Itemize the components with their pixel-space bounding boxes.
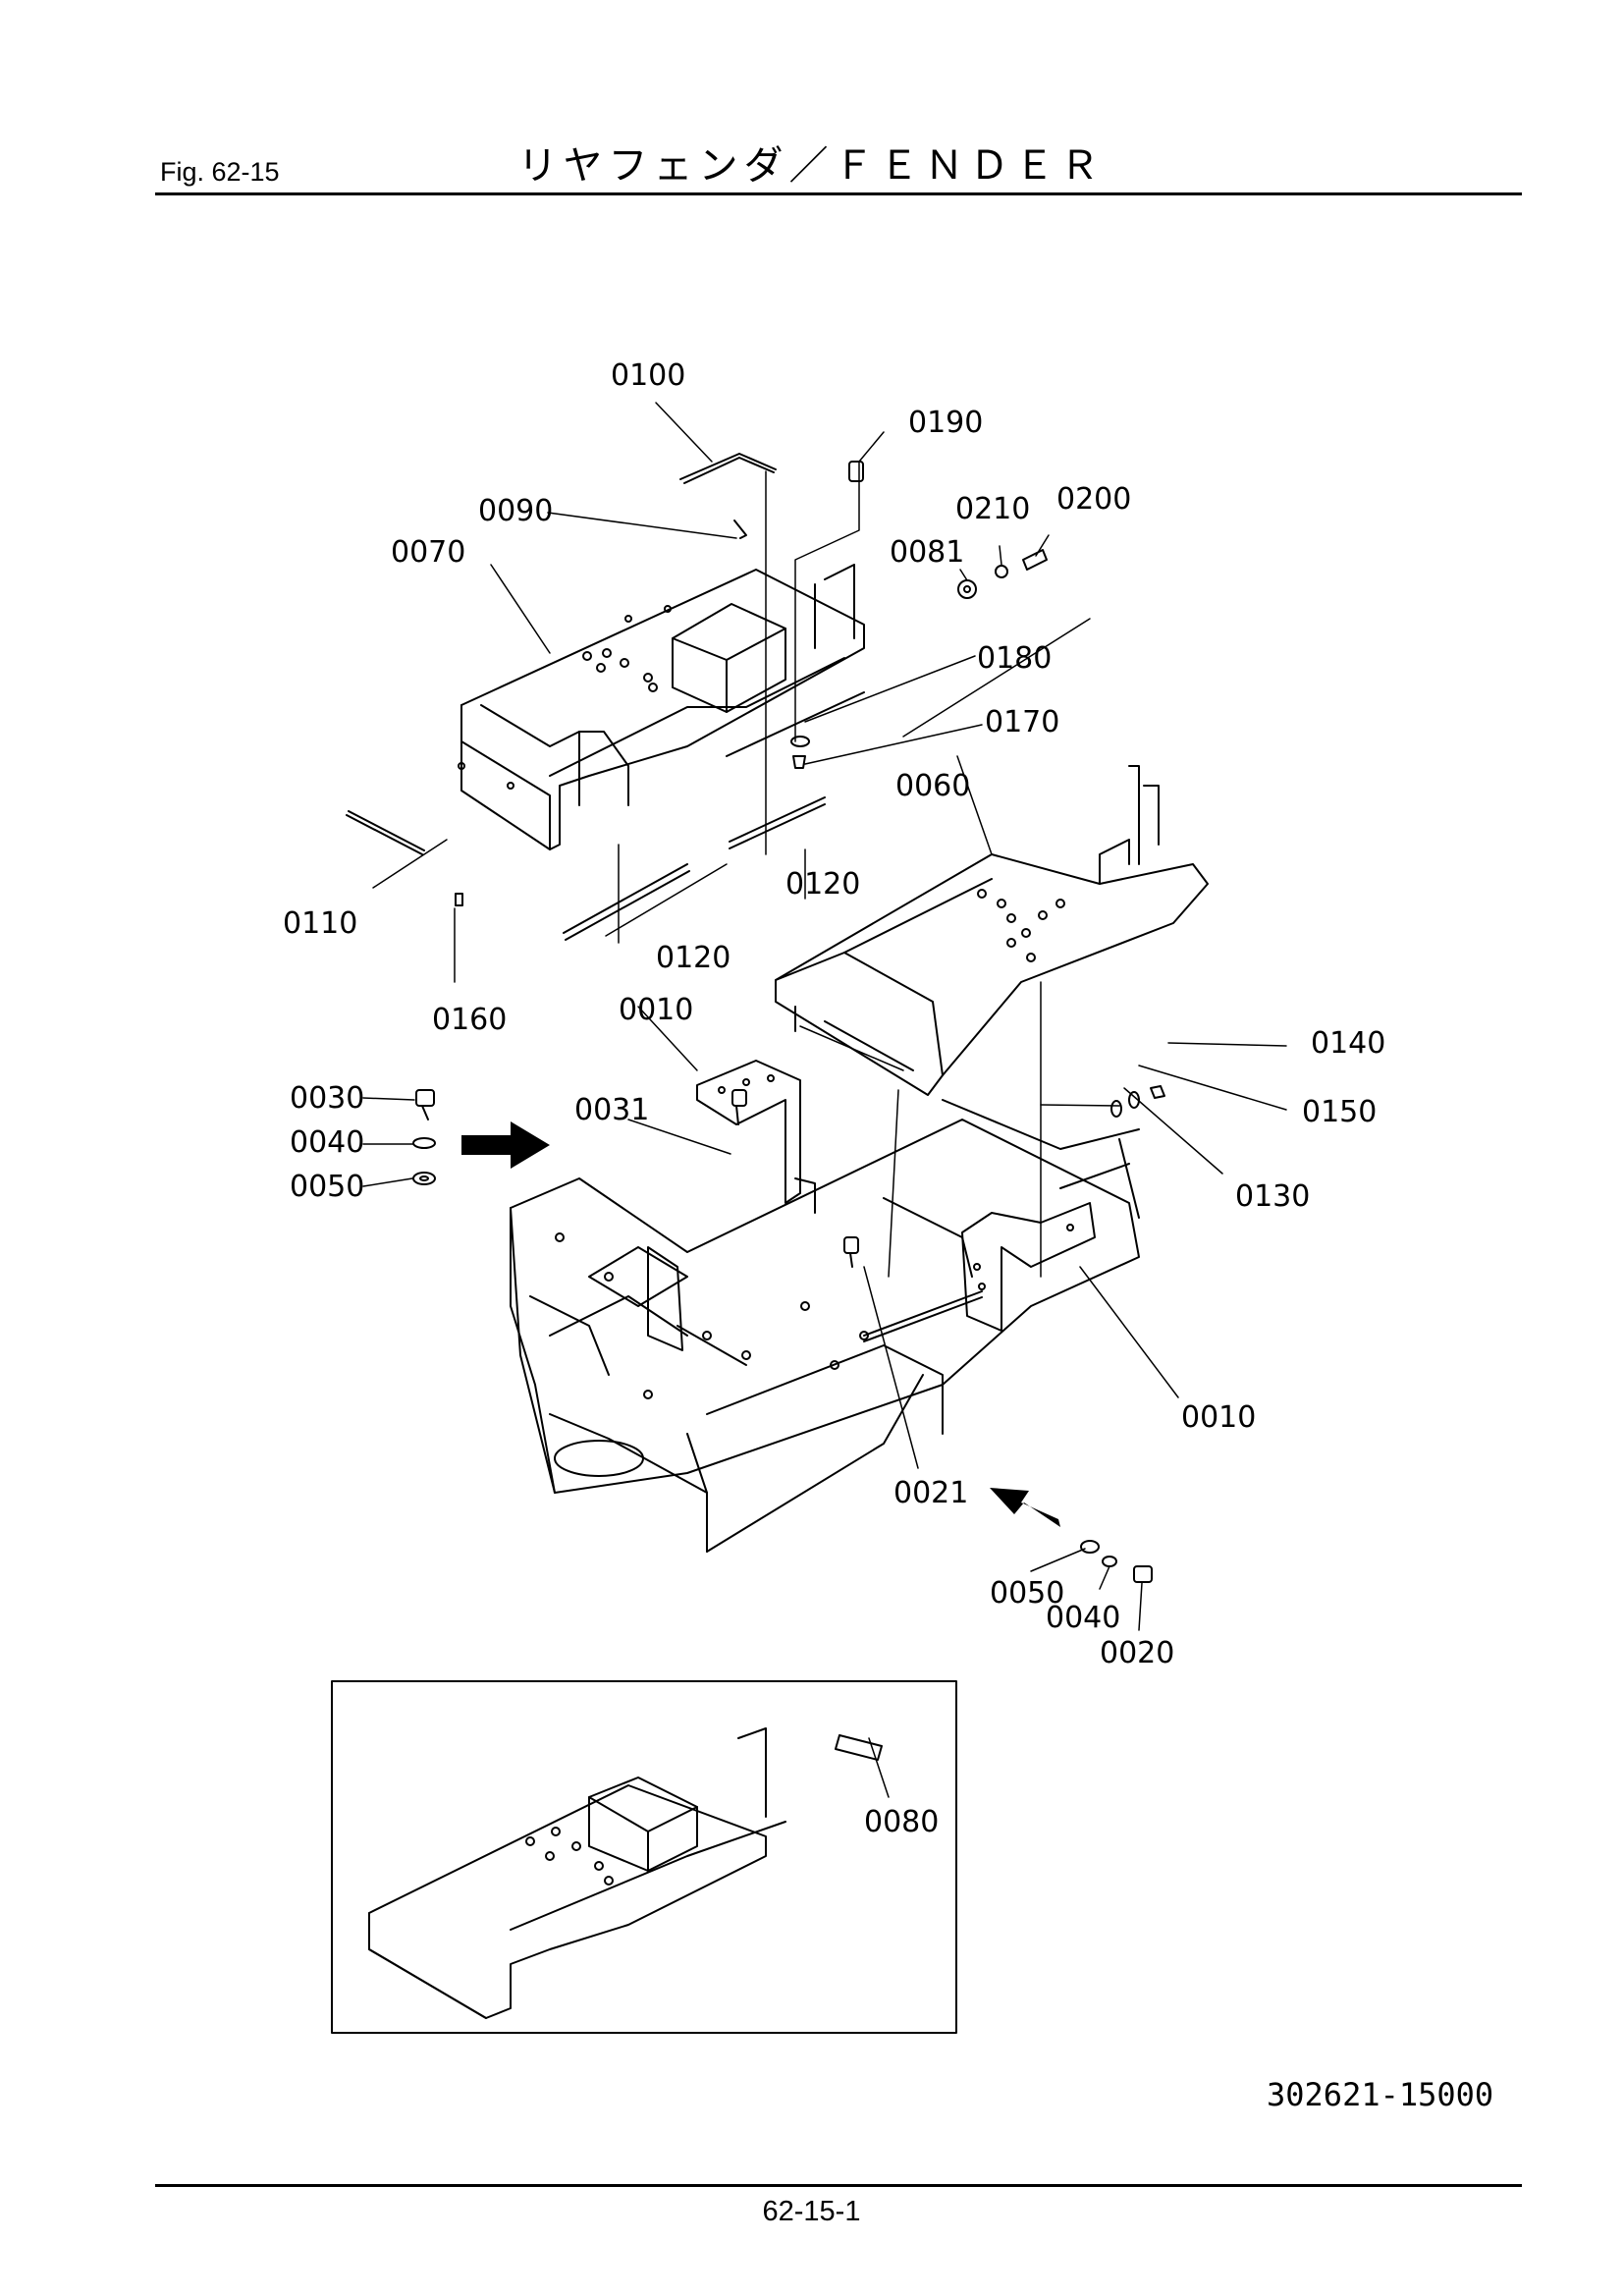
header-rule	[155, 192, 1522, 195]
hardware-group	[412, 1085, 1165, 1583]
small-parts-upper	[346, 453, 1048, 941]
callout-0130: 0130	[1235, 1179, 1310, 1214]
callout-0100: 0100	[611, 358, 685, 393]
callout-0160: 0160	[432, 1003, 507, 1037]
footer-rule	[155, 2184, 1522, 2187]
callout-0190: 0190	[908, 406, 983, 440]
page-title: リヤフェンダ／ＦＥＮＤＥＲ	[517, 143, 1106, 189]
callout-0040-left: 0040	[290, 1125, 364, 1160]
callout-0010-upper: 0010	[619, 993, 693, 1027]
callout-0120-right: 0120	[785, 867, 860, 902]
callout-0170: 0170	[985, 705, 1059, 739]
callout-0070: 0070	[391, 535, 465, 570]
machine-frame	[510, 1099, 1140, 1553]
callout-0030: 0030	[290, 1081, 364, 1116]
callout-0120-left: 0120	[656, 941, 730, 975]
callout-0081: 0081	[890, 535, 964, 570]
callout-0180: 0180	[977, 641, 1052, 676]
callout-0050-right: 0050	[990, 1576, 1064, 1611]
callout-0150: 0150	[1302, 1095, 1377, 1129]
page-number: 62-15-1	[762, 2196, 861, 2227]
direction-arrows	[461, 1121, 1060, 1527]
inset-detail-0080	[331, 1680, 957, 2034]
callout-0110: 0110	[283, 906, 357, 941]
drawing-number: 302621-15000	[1267, 2076, 1494, 2113]
callout-0060: 0060	[895, 769, 970, 803]
callout-0090: 0090	[478, 494, 553, 528]
figure-number: Fig. 62-15	[160, 157, 280, 187]
callout-0140: 0140	[1311, 1026, 1385, 1061]
bracket-0010	[696, 1060, 1130, 1342]
leader-lines	[362, 402, 1287, 1798]
callout-0040-right: 0040	[1046, 1601, 1120, 1635]
callout-0021: 0021	[893, 1476, 968, 1510]
fender-cover-0060	[775, 765, 1209, 1096]
callout-0050-left: 0050	[290, 1170, 364, 1204]
callout-0210: 0210	[955, 492, 1030, 526]
callout-0031: 0031	[574, 1093, 649, 1127]
callout-0010-lower: 0010	[1181, 1400, 1256, 1435]
callout-0020: 0020	[1100, 1636, 1174, 1670]
callout-0080: 0080	[864, 1805, 939, 1839]
callout-0200: 0200	[1056, 482, 1131, 517]
